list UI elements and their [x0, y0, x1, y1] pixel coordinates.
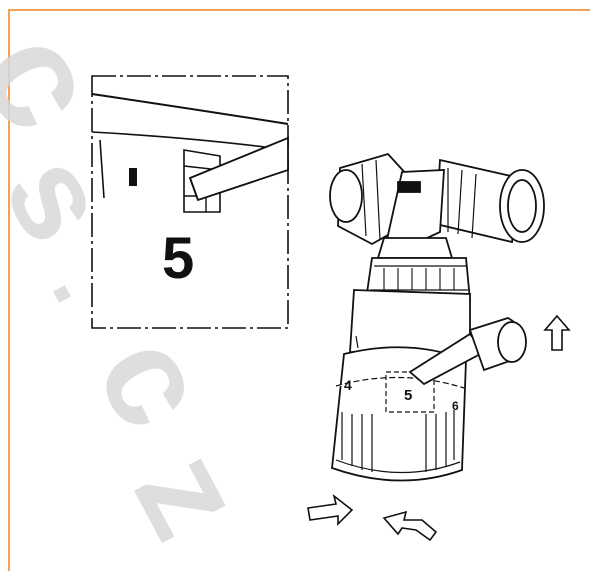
valve-neck [376, 237, 454, 259]
detail-dial-left [99, 139, 105, 199]
detail-inset [91, 75, 289, 329]
detail-inset-border [91, 75, 289, 329]
valve-assembly [329, 152, 545, 482]
watermark-letter-3: . [33, 249, 133, 318]
thermostatic-head [331, 346, 467, 482]
rotate-arrow-right [382, 510, 438, 542]
watermark: c s . c z [0, 3, 276, 562]
page-frame [8, 9, 590, 571]
detail-setting-number: 5 [162, 226, 194, 291]
watermark-letter-2: s [0, 132, 140, 264]
dial-number-low: 4 [344, 377, 352, 393]
dial-number-high: 6 [452, 399, 459, 413]
rotate-arrow-left [307, 493, 354, 526]
watermark-letter-4: c [67, 309, 242, 451]
detail-scale-mark [129, 168, 137, 186]
watermark-letter-5: z [105, 426, 276, 562]
valve-outlet-coupling [435, 158, 545, 244]
dial-number-selected: 5 [404, 387, 412, 404]
detail-dial-edge-2 [91, 131, 289, 151]
arrow-up-icon [543, 314, 571, 351]
rotate-arrows-icon [307, 493, 438, 542]
marker-tool [408, 317, 527, 386]
detail-dial-edge [91, 93, 289, 125]
